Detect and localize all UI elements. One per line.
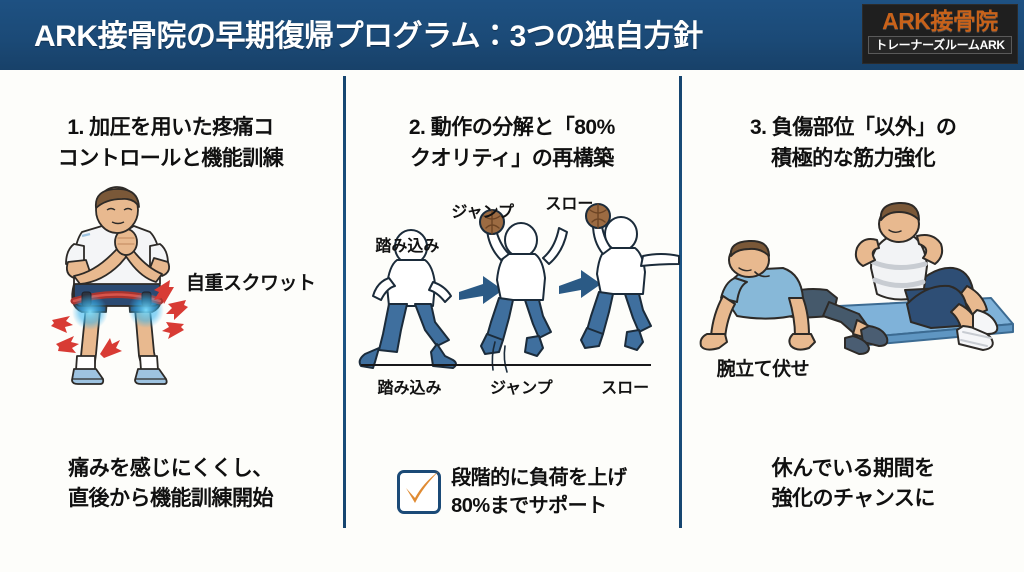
column-1-heading-line-1: 1. 加圧を用いた疼痛コ <box>67 116 274 139</box>
column-3-heading-line-2: 積極的な筋力強化 <box>771 147 936 170</box>
sequence-bottom-label-jump: ジャンプ <box>489 380 553 397</box>
bodyweight-squat-illustration <box>38 186 198 388</box>
column-1: 1. 加圧を用いた疼痛コ コントロールと機能訓練 <box>0 70 341 572</box>
sequence-bottom-label-throw: スロー <box>601 380 650 397</box>
column-2-heading-line-1: 2. 動作の分解と「80% <box>408 116 615 139</box>
column-2-caption: 段階的に負荷を上げ 80%までサポート <box>341 464 682 520</box>
column-2-caption-line-2: 80%までサポート <box>451 495 607 517</box>
column-2-caption-text: 段階的に負荷を上げ 80%までサポート <box>451 464 627 520</box>
column-3-caption-line-1: 休んでいる期間を <box>771 457 935 480</box>
columns-container: 1. 加圧を用いた疼痛コ コントロールと機能訓練 <box>0 70 1024 572</box>
sequence-top-label-stepin: 踏み込み <box>375 238 440 255</box>
logo-sub-text: トレーナーズルームARK <box>868 36 1012 54</box>
column-1-caption-line-2: 直後から機能訓練開始 <box>68 487 274 510</box>
column-3: 3. 負傷部位「以外」の 積極的な筋力強化 <box>683 70 1024 572</box>
column-3-caption-line-2: 強化のチャンスに <box>771 487 935 510</box>
throw-motion-sequence-illustration <box>353 190 681 380</box>
header-bar: ARK接骨院の早期復帰プログラム：3つの独自方針 ARK接骨院 トレーナーズルー… <box>0 0 1024 70</box>
column-2: 2. 動作の分解と「80% クオリティ」の再構築 <box>341 70 682 572</box>
page-title: ARK接骨院の早期復帰プログラム：3つの独自方針 <box>34 20 703 53</box>
column-1-caption-line-1: 痛みを感じにくくし、 <box>68 457 273 480</box>
column-2-heading-line-2: クオリティ」の再構築 <box>409 147 614 170</box>
column-3-illustration-area: 腕立て伏せ <box>683 182 1024 482</box>
sequence-bottom-labels: 踏み込み ジャンプ スロー <box>353 374 673 398</box>
logo-main-text: ARK接骨院 <box>882 8 998 34</box>
column-3-heading: 3. 負傷部位「以外」の 積極的な筋力強化 <box>683 112 1024 174</box>
squat-label: 自重スクワット <box>186 273 316 294</box>
column-1-heading: 1. 加圧を用いた疼痛コ コントロールと機能訓練 <box>0 112 341 174</box>
brand-logo: ARK接骨院 トレーナーズルームARK <box>862 4 1018 64</box>
column-2-illustration-area: ジャンプ スロー 踏み込み 踏み込み ジャンプ スロー <box>341 182 682 482</box>
column-1-caption: 痛みを感じにくくし、 直後から機能訓練開始 <box>0 454 341 514</box>
column-3-heading-line-1: 3. 負傷部位「以外」の <box>749 116 957 139</box>
column-1-illustration-area: 自重スクワット <box>0 182 341 482</box>
column-2-caption-line-1: 段階的に負荷を上げ <box>451 467 627 489</box>
sequence-baseline <box>361 364 652 366</box>
orange-checkmark-icon <box>397 470 442 514</box>
sequence-bottom-label-stepin: 踏み込み <box>377 380 442 397</box>
sequence-top-label-jump: ジャンプ <box>451 204 515 221</box>
column-2-heading: 2. 動作の分解と「80% クオリティ」の再構築 <box>341 112 682 174</box>
sequence-top-label-throw: スロー <box>545 196 594 213</box>
pushup-label: 腕立て伏せ <box>716 359 810 380</box>
column-divider-2 <box>679 76 682 528</box>
column-1-heading-line-2: コントロールと機能訓練 <box>57 147 284 170</box>
column-3-caption: 休んでいる期間を 強化のチャンスに <box>683 454 1024 514</box>
pushup-and-situp-illustration <box>691 186 1021 386</box>
column-divider-1 <box>343 76 346 528</box>
